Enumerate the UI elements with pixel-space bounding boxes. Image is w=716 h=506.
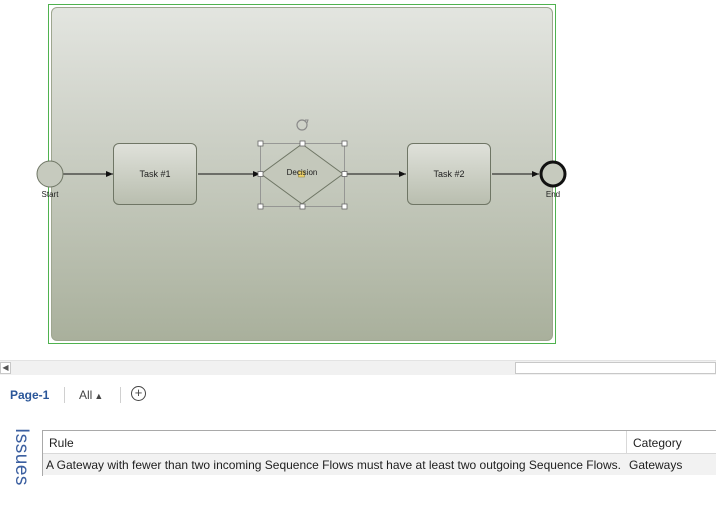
selection-handles xyxy=(257,140,348,210)
rotate-handle-icon xyxy=(296,119,309,131)
issues-table: Rule Category A Gateway with fewer than … xyxy=(42,430,716,476)
table-row[interactable]: A Gateway with fewer than two incoming S… xyxy=(43,454,716,475)
tab-divider xyxy=(64,387,65,403)
start-label: Start xyxy=(41,190,59,199)
decision-label: Decision xyxy=(286,168,318,177)
all-pages-dropdown[interactable]: All▲ xyxy=(79,388,103,402)
start-event xyxy=(36,160,64,188)
issue-rule-cell: A Gateway with fewer than two incoming S… xyxy=(46,458,621,472)
add-page-icon[interactable]: + xyxy=(131,386,146,401)
connection-point xyxy=(298,170,305,178)
horizontal-scrollbar[interactable]: ◀ xyxy=(0,360,716,375)
end-event xyxy=(539,160,567,188)
column-divider[interactable] xyxy=(626,431,627,453)
end-label: End xyxy=(545,190,561,199)
page-tabs-bar: Page-1 All▲ + xyxy=(0,383,716,407)
issues-table-header: Rule Category xyxy=(43,431,716,454)
column-header-rule[interactable]: Rule xyxy=(49,436,74,450)
diagram-canvas[interactable]: Task #1 Task #2 Decision Start End xyxy=(0,0,716,360)
scroll-track[interactable] xyxy=(515,362,716,374)
all-pages-label: All xyxy=(79,388,93,402)
issue-category-cell: Gateways xyxy=(629,458,683,472)
diagram-connectors xyxy=(36,119,567,210)
tab-divider xyxy=(120,387,121,403)
task-2-label: Task #2 xyxy=(433,169,465,179)
task-1[interactable]: Task #1 xyxy=(113,143,197,205)
scroll-left-arrow-icon[interactable]: ◀ xyxy=(0,362,11,374)
task-2[interactable]: Task #2 xyxy=(407,143,491,205)
tab-page-1[interactable]: Page-1 xyxy=(10,388,50,402)
column-header-category[interactable]: Category xyxy=(633,436,682,450)
caret-up-icon: ▲ xyxy=(94,391,104,401)
issues-panel-title: Issues xyxy=(11,428,32,486)
task-1-label: Task #1 xyxy=(139,169,171,179)
